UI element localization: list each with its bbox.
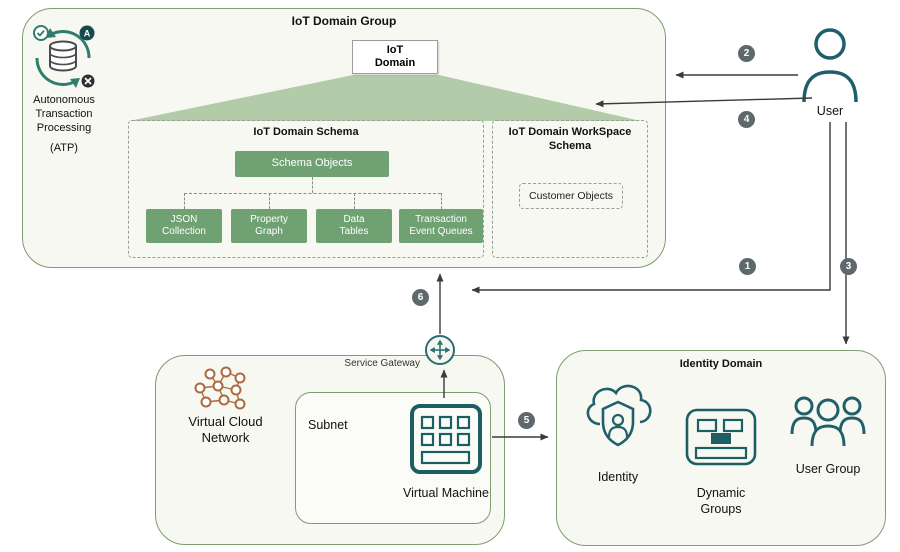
schema-connector-2 bbox=[269, 193, 270, 209]
service-gateway-icon bbox=[425, 335, 455, 365]
customer-objects-node: Customer Objects bbox=[519, 183, 623, 209]
property-graph-label: Property Graph bbox=[250, 214, 288, 237]
workspace-schema-title: IoT Domain WorkSpace Schema bbox=[508, 126, 632, 152]
transaction-event-queues-label: Transaction Event Queues bbox=[409, 214, 473, 237]
identity-icon bbox=[578, 376, 658, 469]
iot-domain-workspace-schema-box: IoT Domain WorkSpace Schema Customer Obj… bbox=[492, 120, 648, 258]
schema-connector-1 bbox=[184, 193, 185, 209]
identity-label: Identity bbox=[597, 470, 639, 484]
iot-domain-fan-shape bbox=[129, 75, 641, 121]
user-group-label: User Group bbox=[795, 462, 861, 476]
user-group-icon bbox=[788, 390, 868, 459]
schema-connector-3 bbox=[354, 193, 355, 209]
iot-domain-schema-box: IoT Domain Schema Schema Objects JSON Co… bbox=[128, 120, 484, 258]
transaction-event-queues-node: Transaction Event Queues bbox=[399, 209, 483, 243]
step-badge-6: 6 bbox=[412, 289, 429, 306]
data-tables-node: Data Tables bbox=[316, 209, 392, 243]
data-tables-label: Data Tables bbox=[339, 214, 369, 237]
atp-a-letter: A bbox=[84, 29, 91, 39]
atp-label: Autonomous Transaction Processing bbox=[33, 94, 95, 134]
property-graph-node: Property Graph bbox=[231, 209, 307, 243]
json-collection-node: JSON Collection bbox=[146, 209, 222, 243]
iot-domain-node: IoT Domain bbox=[352, 40, 438, 74]
step-badge-3: 3 bbox=[840, 258, 857, 275]
autonomous-transaction-processing-icon: A bbox=[28, 24, 98, 97]
dynamic-groups-icon bbox=[682, 402, 760, 477]
dynamic-groups-label: Dynamic Groups bbox=[696, 486, 746, 516]
step-badge-4: 4 bbox=[738, 111, 755, 128]
schema-connector-drop bbox=[312, 177, 313, 193]
subnet-label: Subnet bbox=[308, 418, 348, 432]
service-gateway-label: Service Gateway bbox=[344, 358, 420, 369]
iot-domain-node-label: IoT Domain bbox=[374, 43, 416, 69]
schema-connector-4 bbox=[441, 193, 442, 209]
user-label: User bbox=[816, 104, 844, 118]
iot-domain-schema-title: IoT Domain Schema bbox=[253, 126, 359, 138]
atp-sublabel: (ATP) bbox=[50, 142, 78, 154]
step-badge-1: 1 bbox=[739, 258, 756, 275]
vcn-label: Virtual Cloud Network bbox=[188, 414, 263, 446]
virtual-machine-label: Virtual Machine bbox=[403, 486, 489, 500]
iot-domain-group-title: IoT Domain Group bbox=[291, 14, 397, 28]
user-icon bbox=[798, 26, 862, 107]
virtual-machine-icon bbox=[407, 400, 485, 485]
schema-connector-rail bbox=[184, 193, 441, 194]
identity-domain-title: Identity Domain bbox=[679, 358, 763, 370]
step-badge-2: 2 bbox=[738, 45, 755, 62]
schema-objects-node: Schema Objects bbox=[235, 151, 389, 177]
step-badge-5: 5 bbox=[518, 412, 535, 429]
virtual-cloud-network-icon bbox=[192, 366, 254, 419]
json-collection-label: JSON Collection bbox=[162, 214, 206, 237]
